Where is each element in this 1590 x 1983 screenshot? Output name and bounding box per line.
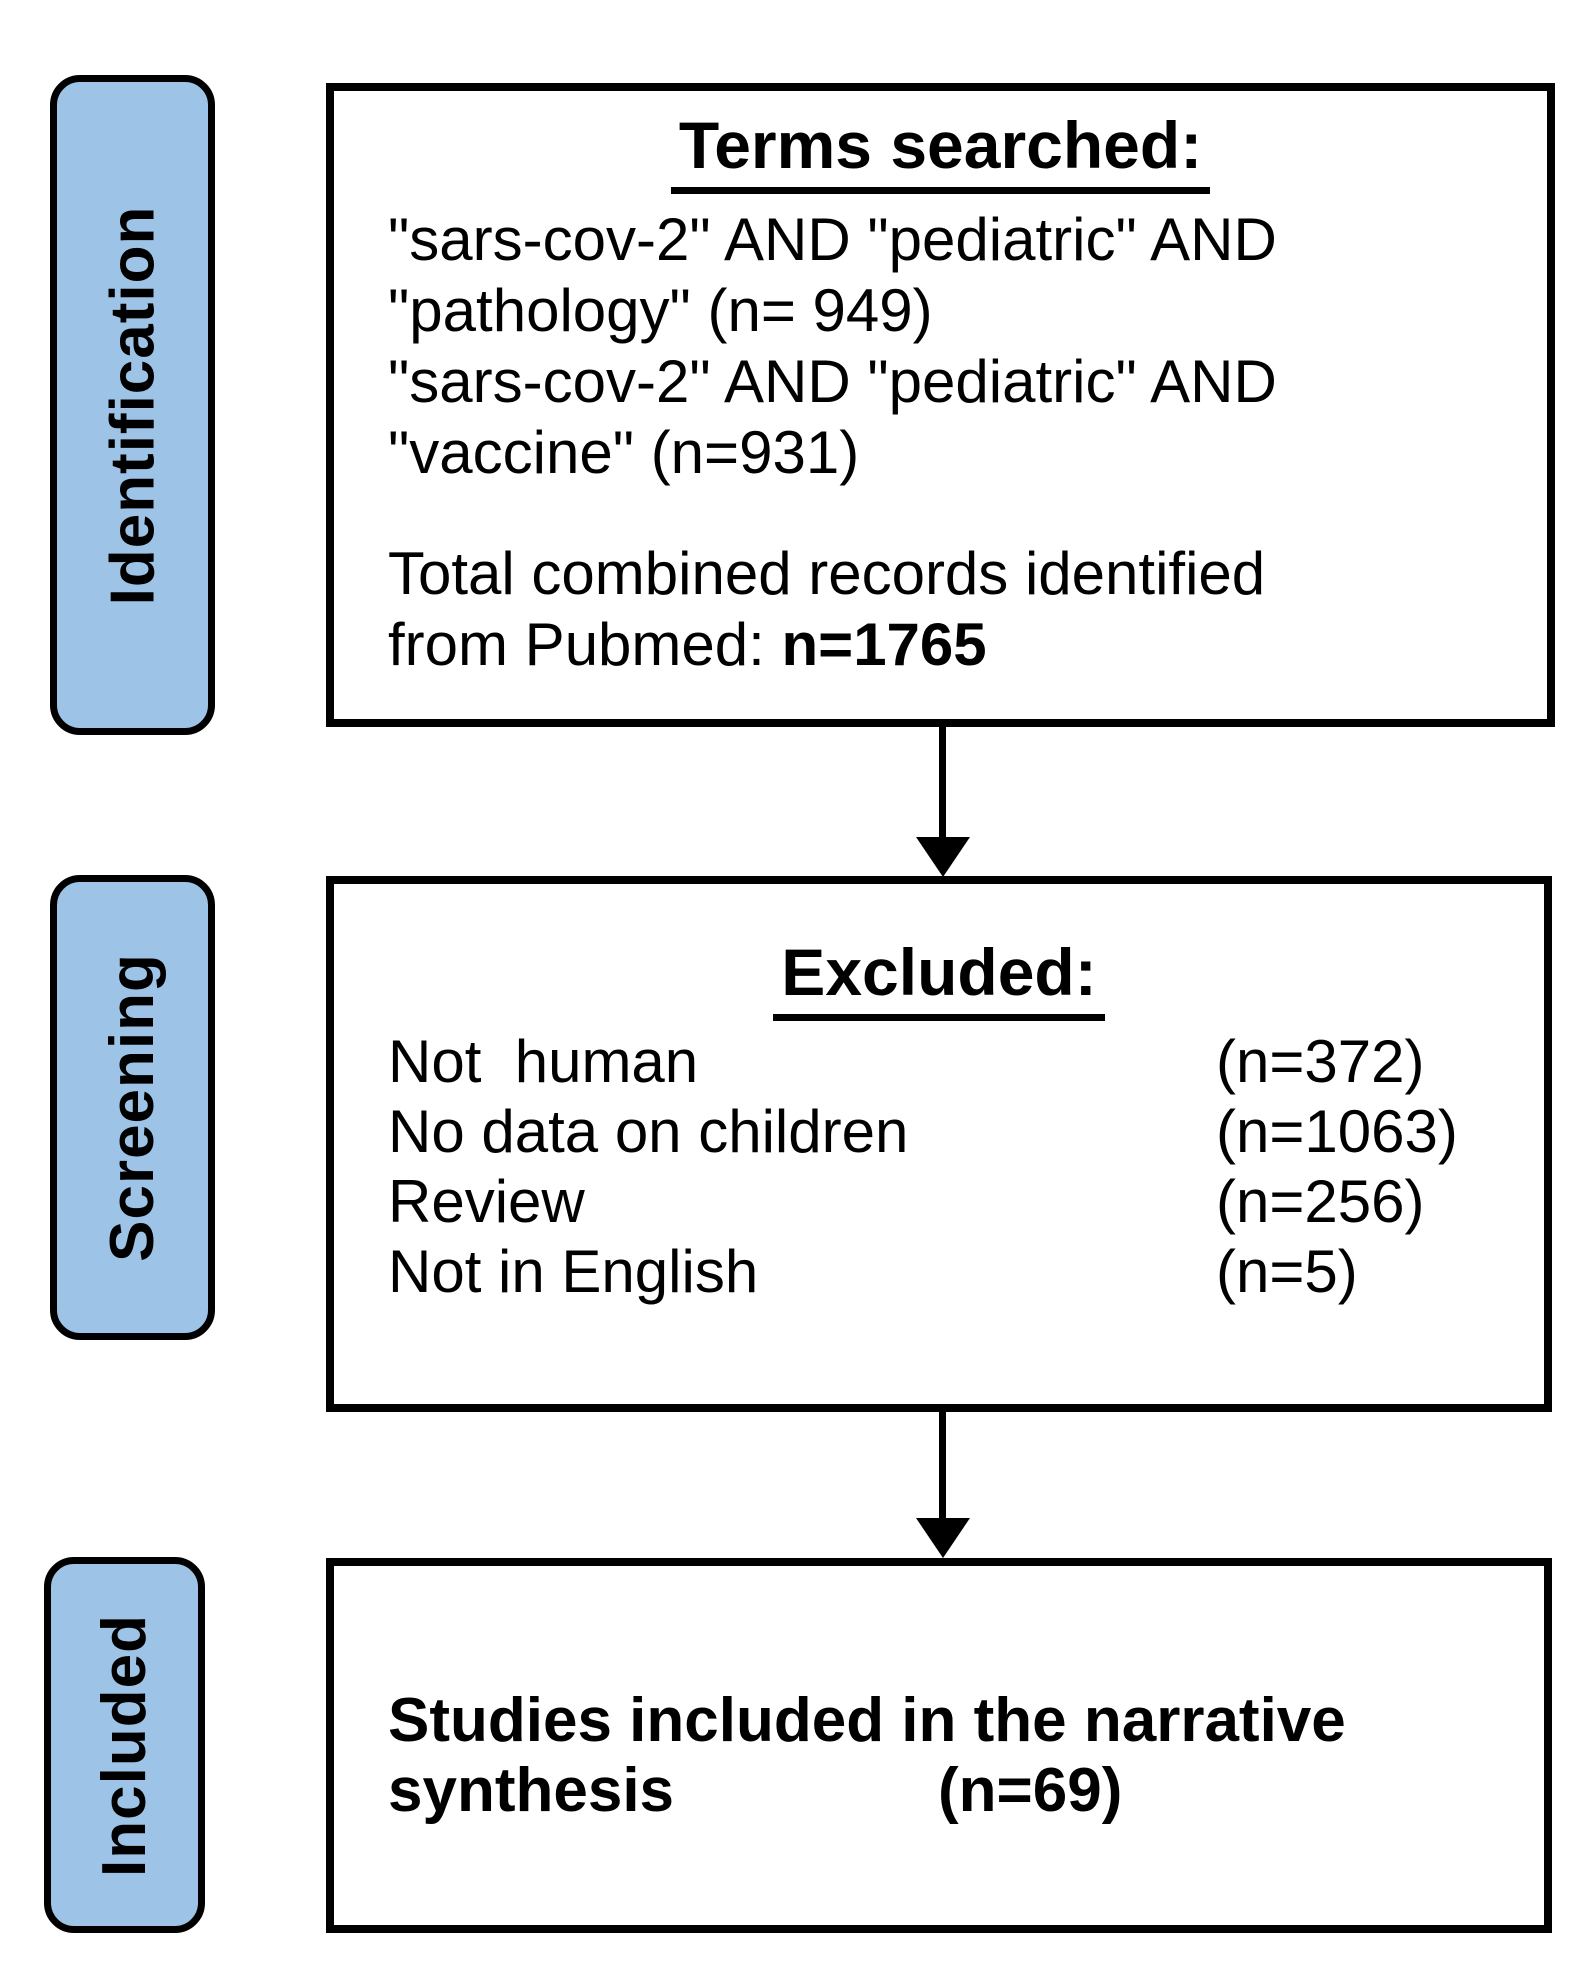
total-records-prefix: from Pubmed: bbox=[388, 611, 782, 678]
excluded-row: Review (n=256) bbox=[388, 1167, 1524, 1237]
included-studies-text: Studies included in the narrative synthe… bbox=[334, 1566, 1544, 1826]
excluded-title-text: Excluded: bbox=[773, 932, 1105, 1021]
excluded-title: Excluded: bbox=[334, 932, 1544, 1021]
search-term-line: "sars-cov-2" AND "pediatric" AND bbox=[388, 206, 1277, 273]
stage-label-identification: Identification bbox=[98, 205, 167, 605]
included-studies-line1: Studies included in the narrative bbox=[388, 1686, 1346, 1755]
excluded-row-label: Review bbox=[388, 1168, 585, 1235]
down-arrowhead-icon bbox=[916, 837, 970, 877]
blank-line bbox=[388, 488, 1527, 538]
stage-box-included: Included bbox=[44, 1557, 205, 1933]
excluded-row-count: (n=5) bbox=[1216, 1238, 1358, 1305]
terms-searched-title-text: Terms searched: bbox=[670, 105, 1211, 194]
stage-box-identification: Identification bbox=[50, 75, 215, 735]
arrow-shaft bbox=[939, 1412, 946, 1520]
search-term-line: "sars-cov-2" AND "pediatric" AND bbox=[388, 348, 1277, 415]
total-records-line2: from Pubmed: n=1765 bbox=[388, 609, 1527, 680]
excluded-row-label: No data on children bbox=[388, 1098, 909, 1165]
excluded-row-count: (n=372) bbox=[1216, 1028, 1425, 1095]
total-records-value: n=1765 bbox=[781, 611, 987, 678]
excluded-row-label: Not human bbox=[388, 1028, 699, 1095]
search-term-line: "vaccine" (n=931) bbox=[388, 419, 860, 486]
search-term-line: "pathology" (n= 949) bbox=[388, 277, 933, 344]
excluded-row-count: (n=1063) bbox=[1216, 1098, 1458, 1165]
included-studies-line2: synthesis (n=69) bbox=[388, 1756, 1524, 1826]
stage-box-screening: Screening bbox=[50, 875, 215, 1340]
included-studies-count: (n=69) bbox=[938, 1756, 1123, 1825]
arrow-shaft bbox=[939, 727, 946, 839]
terms-searched-body: "sars-cov-2" AND "pediatric" AND "pathol… bbox=[334, 194, 1547, 680]
flow-box-excluded: Excluded: Not human (n=372) No data on ch… bbox=[326, 876, 1552, 1412]
excluded-row: No data on children (n=1063) bbox=[388, 1097, 1524, 1167]
stage-label-included: Included bbox=[90, 1613, 159, 1877]
included-studies-line2-label: synthesis bbox=[388, 1756, 675, 1825]
flow-box-terms-searched: Terms searched: "sars-cov-2" AND "pediat… bbox=[326, 83, 1555, 727]
terms-searched-title: Terms searched: bbox=[334, 105, 1547, 194]
excluded-row-label: Not in English bbox=[388, 1238, 759, 1305]
down-arrowhead-icon bbox=[916, 1518, 970, 1558]
total-records-line1: Total combined records identified bbox=[388, 540, 1266, 607]
excluded-row: Not human (n=372) bbox=[388, 1027, 1524, 1097]
excluded-row: Not in English (n=5) bbox=[388, 1237, 1524, 1307]
excluded-rows: Not human (n=372) No data on children (n=1… bbox=[334, 1021, 1544, 1307]
stage-label-screening: Screening bbox=[98, 953, 167, 1262]
flow-box-included-studies: Studies included in the narrative synthe… bbox=[326, 1558, 1552, 1933]
excluded-row-count: (n=256) bbox=[1216, 1168, 1425, 1235]
